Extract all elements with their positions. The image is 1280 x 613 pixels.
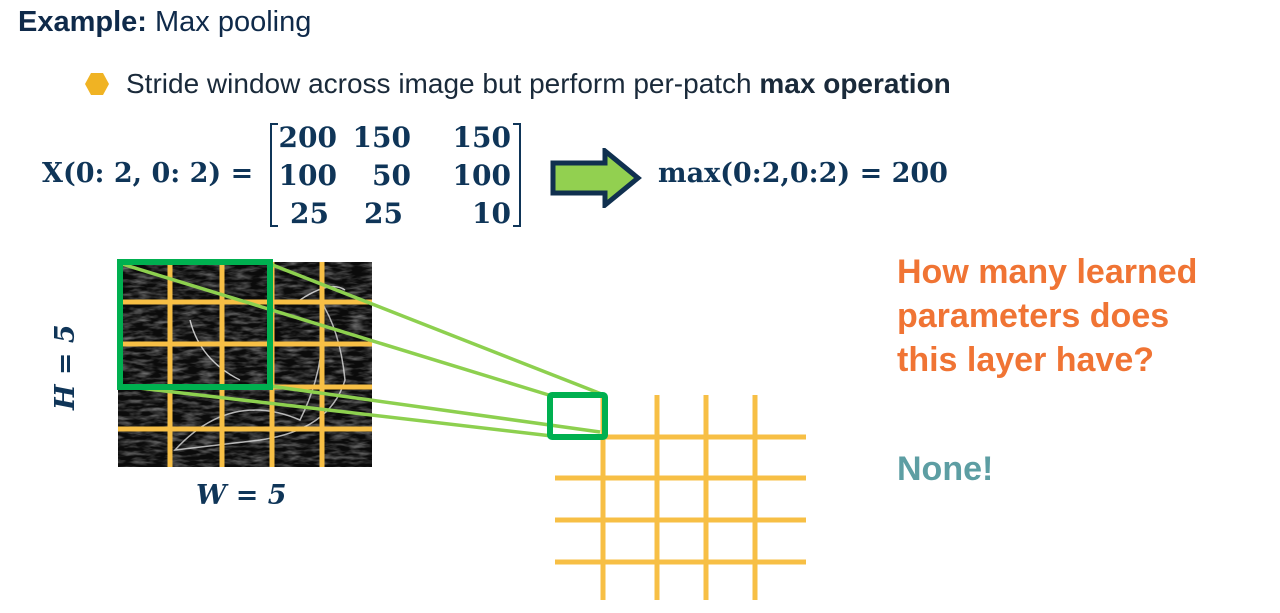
output-grid — [555, 395, 806, 600]
width-label: W = 5 — [196, 480, 287, 511]
matrix-cell: 25 — [364, 197, 403, 230]
pooling-window — [117, 259, 273, 390]
matrix-row: 25 25 10 — [268, 197, 523, 233]
question-line: parameters does — [897, 297, 1170, 335]
right-arrow-icon — [550, 148, 642, 208]
title-rest: Max pooling — [146, 6, 312, 38]
matrix-cell: 100 — [452, 159, 511, 192]
matrix: 200 150 150 100 50 100 25 25 10 — [268, 121, 523, 230]
bullet-text-bold: max operation — [759, 68, 951, 99]
matrix-cell: 100 — [278, 159, 337, 192]
question-text: How many learned parameters does this la… — [897, 250, 1197, 382]
matrix-cell: 200 — [278, 121, 337, 154]
bullet-text-normal: Stride window across image but perform p… — [126, 68, 760, 99]
matrix-cell: 25 — [290, 197, 329, 230]
matrix-brackets — [270, 123, 521, 227]
output-cell — [547, 392, 608, 440]
connector-lines — [121, 262, 605, 438]
matrix-cell: 150 — [352, 121, 411, 154]
matrix-cell: 10 — [472, 197, 511, 230]
matrix-cell: 150 — [452, 121, 511, 154]
bullet-text: Stride window across image but perform p… — [126, 68, 951, 100]
equation-rhs: max(0:2,0:2) = 200 — [658, 158, 948, 189]
question-line: How many learned — [897, 253, 1198, 291]
answer-text: None! — [897, 450, 994, 488]
matrix-row: 200 150 150 — [268, 121, 523, 157]
question-line: this layer have? — [897, 341, 1155, 379]
equation-lhs: X(0: 2, 0: 2) = — [42, 158, 254, 189]
input-image — [118, 262, 372, 467]
hexagon-bullet-icon — [85, 73, 109, 95]
slide-title: Example: Max pooling — [18, 6, 311, 39]
matrix-cell: 50 — [372, 159, 411, 192]
title-bold: Example: — [18, 6, 147, 38]
matrix-row: 100 50 100 — [268, 159, 523, 195]
bullet-point: Stride window across image but perform p… — [84, 68, 951, 100]
height-label: H = 5 — [50, 324, 81, 410]
